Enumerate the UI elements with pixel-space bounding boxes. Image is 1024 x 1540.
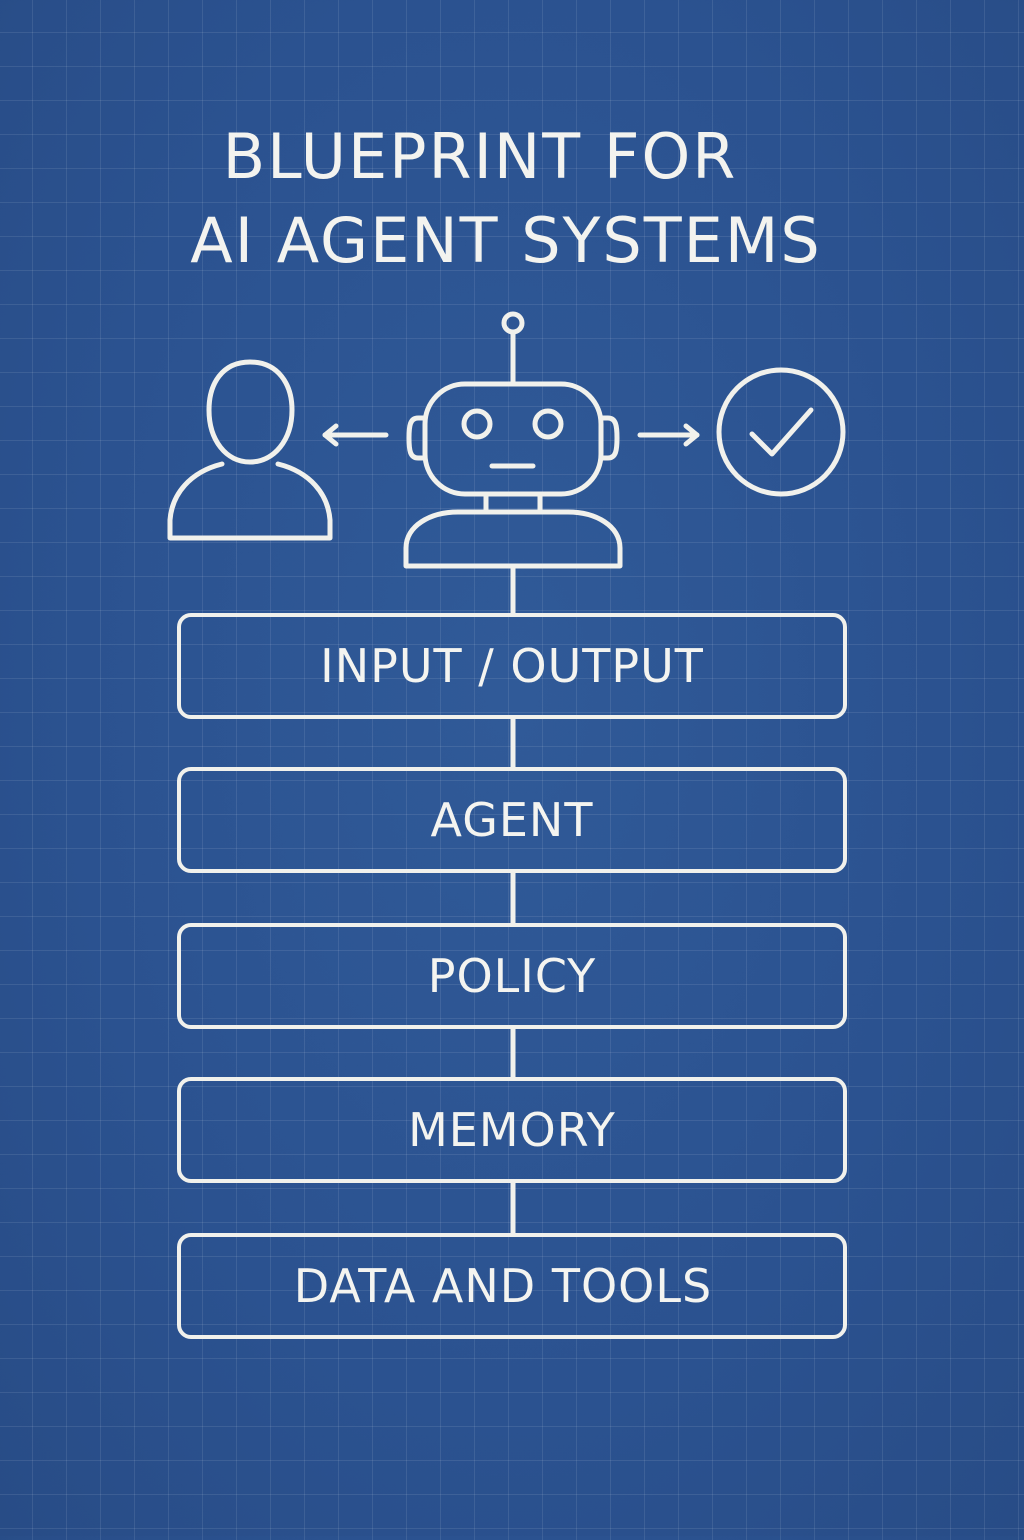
layer-data-and-tools: DATA AND TOOLS [177, 1233, 847, 1339]
layer-input-output: INPUT / OUTPUT [177, 613, 847, 719]
arrow-left-icon [322, 423, 389, 447]
layer-label: POLICY [427, 949, 597, 1003]
layer-memory: MEMORY [177, 1077, 847, 1183]
layer-label: INPUT / OUTPUT [320, 639, 704, 693]
layer-label: AGENT [430, 793, 594, 847]
check-circle-icon [716, 367, 846, 497]
title-line-2: AI AGENT SYSTEMS [190, 204, 822, 277]
title-line-1: BLUEPRINT FOR [222, 120, 738, 193]
layer-label: DATA AND TOOLS [293, 1259, 713, 1313]
layer-policy: POLICY [177, 923, 847, 1029]
layer-label: MEMORY [408, 1103, 616, 1157]
arrow-right-icon [637, 423, 700, 447]
layer-agent: AGENT [177, 767, 847, 873]
robot-icon [403, 311, 623, 569]
user-icon [167, 359, 333, 541]
